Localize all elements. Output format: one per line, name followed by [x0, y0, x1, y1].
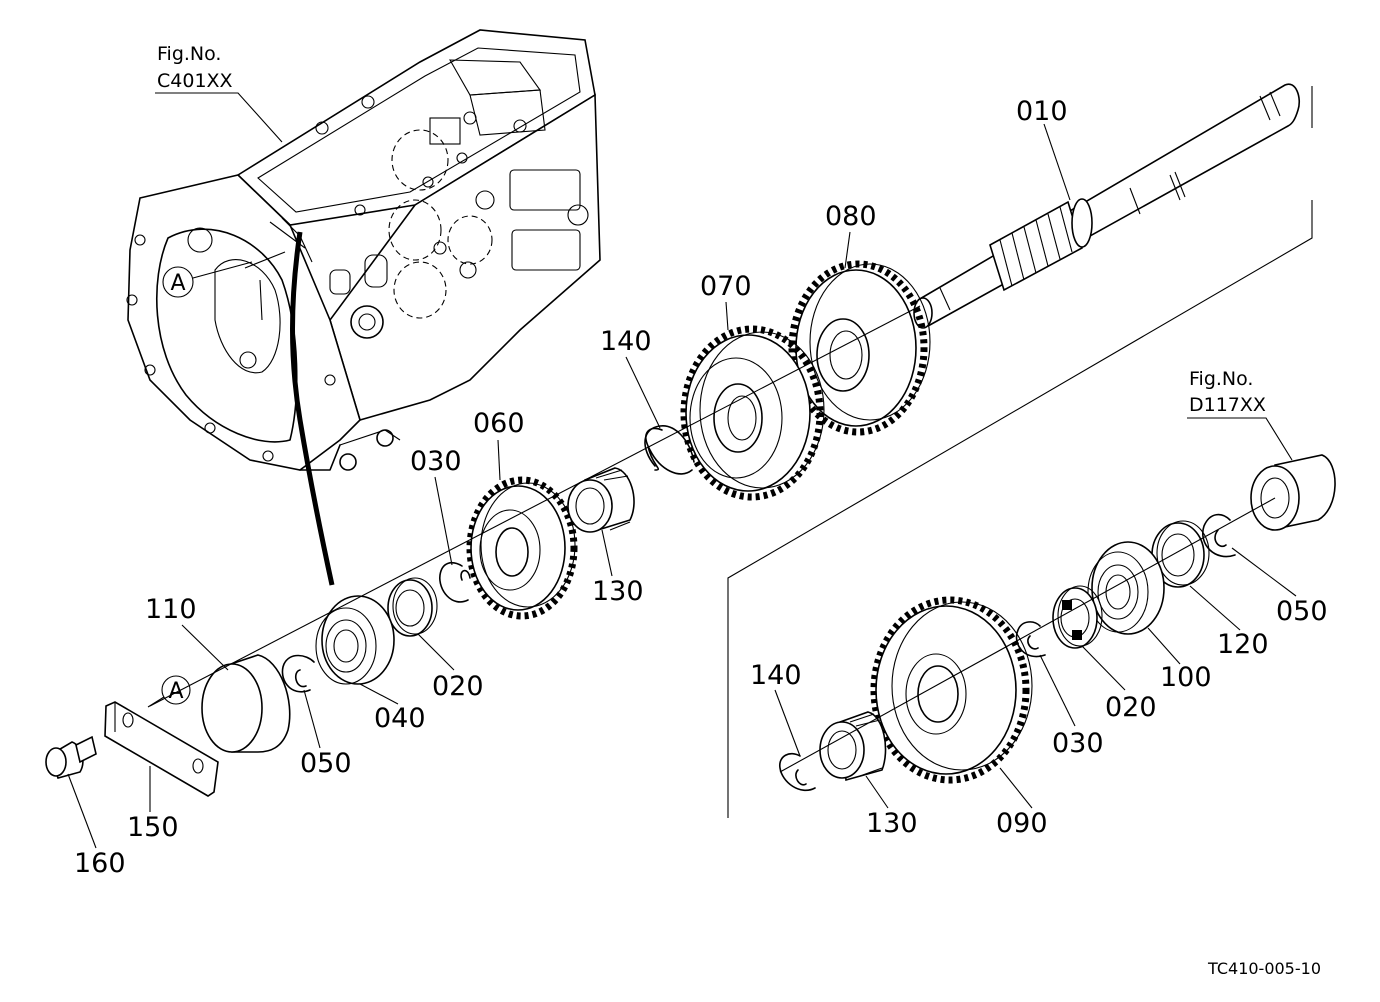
ball-bearing-100 [1087, 541, 1165, 635]
label-030-right[interactable]: 030 [1052, 728, 1104, 759]
label-020-right[interactable]: 020 [1105, 692, 1157, 723]
figure-ref-caption: Fig.No. [1189, 368, 1253, 390]
label-150[interactable]: 150 [127, 812, 179, 843]
snap-ring-030-right [1015, 621, 1046, 658]
figure-ref-d117[interactable]: Fig.No. D117XX [1187, 368, 1293, 461]
drawing-code: TC410-005-10 [1207, 959, 1321, 978]
label-010[interactable]: 010 [1016, 96, 1068, 127]
cap-110 [201, 654, 291, 753]
part-labels: 010 080 070 140 060 030 130 110 050 040 … [74, 96, 1328, 879]
label-140-left[interactable]: 140 [600, 326, 652, 357]
label-160[interactable]: 160 [74, 848, 126, 879]
main-shaft-010 [913, 83, 1301, 329]
assembly-axis-right [779, 497, 1276, 773]
needle-bearing-130-right [819, 711, 887, 782]
assembly-bracket [727, 86, 1313, 818]
gear-090 [870, 596, 1033, 784]
label-070[interactable]: 070 [700, 271, 752, 302]
label-140-right[interactable]: 140 [750, 660, 802, 691]
snap-ring-140-left [644, 425, 695, 475]
assembly-axis-left [149, 305, 921, 707]
gear-070 [680, 325, 825, 501]
label-020-left[interactable]: 020 [432, 671, 484, 702]
label-030-left[interactable]: 030 [410, 446, 462, 477]
cover-plate-150 [104, 701, 219, 797]
transmission-case [126, 29, 601, 586]
snap-ring-050-left [281, 654, 315, 693]
snap-ring-050-right [1202, 513, 1236, 558]
figure-ref-code: D117XX [1189, 394, 1266, 416]
gear-060 [466, 476, 578, 620]
label-120[interactable]: 120 [1217, 629, 1269, 660]
gear-080 [788, 260, 931, 436]
callout-a-case: A [162, 261, 253, 298]
sleeve-d117 [1250, 454, 1336, 531]
figure-ref-code: C401XX [157, 70, 233, 92]
figure-ref-caption: Fig.No. [157, 43, 221, 65]
leader-lines [67, 123, 1297, 849]
washer-120 [1151, 520, 1210, 588]
snap-ring-140-right [779, 752, 816, 792]
label-050-right[interactable]: 050 [1276, 596, 1328, 627]
bolt-160 [45, 735, 97, 779]
washer-020-left [387, 577, 438, 637]
label-130-left[interactable]: 130 [592, 576, 644, 607]
callout-letter: A [170, 271, 185, 296]
ball-bearing-040 [315, 595, 395, 685]
callout-a-cover: A [147, 675, 191, 708]
label-090[interactable]: 090 [996, 808, 1048, 839]
label-040[interactable]: 040 [374, 703, 426, 734]
label-080[interactable]: 080 [825, 201, 877, 232]
label-130-right[interactable]: 130 [866, 808, 918, 839]
callout-letter: A [168, 679, 183, 704]
label-110[interactable]: 110 [145, 594, 197, 625]
label-100[interactable]: 100 [1160, 662, 1212, 693]
label-050-left[interactable]: 050 [300, 748, 352, 779]
snap-ring-030-left [439, 561, 471, 603]
figure-ref-c401[interactable]: Fig.No. C401XX [155, 43, 283, 143]
needle-bearing-130-left [567, 467, 635, 533]
label-060[interactable]: 060 [473, 408, 525, 439]
